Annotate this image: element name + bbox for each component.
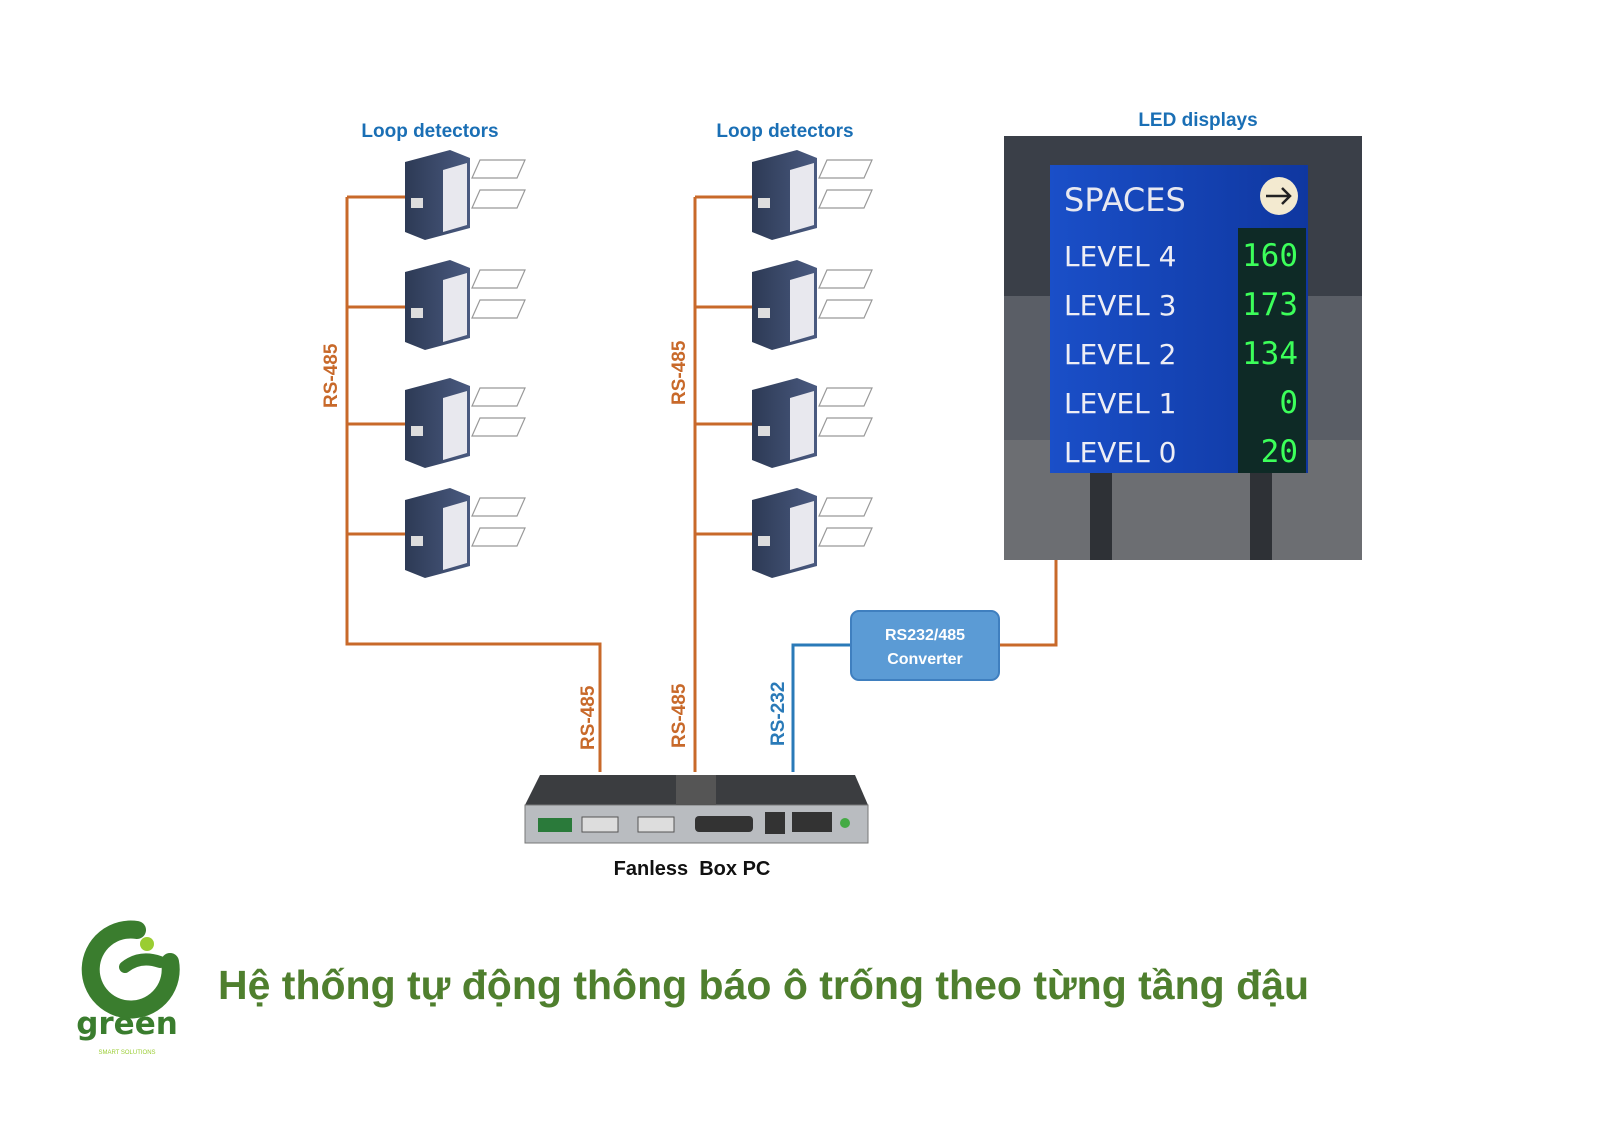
led-level-label: LEVEL 0 <box>1064 436 1176 469</box>
loop-detector <box>752 378 873 468</box>
loop-detectors-label: Loop detectors <box>361 121 498 142</box>
rs485-label: RS-485 <box>669 683 690 748</box>
loop-detector <box>752 150 873 240</box>
loop-detector <box>405 378 526 468</box>
led-level-value: 173 <box>1242 287 1298 323</box>
rs232-label: RS-232 <box>768 682 789 746</box>
loop-detectors-label: Loop detectors <box>716 121 853 142</box>
loop-coil-icon <box>818 299 873 319</box>
led-header: SPACES <box>1064 181 1186 219</box>
loop-coil-icon <box>818 269 873 289</box>
loop-detector <box>405 488 526 578</box>
loop-coil-icon <box>818 189 873 209</box>
fanless-box-pc <box>524 775 869 844</box>
loop-detector <box>752 260 873 350</box>
loop-detector <box>405 150 526 240</box>
led-level-value: 134 <box>1242 336 1298 372</box>
loop-coil-icon <box>471 299 526 319</box>
green-logo: green SMART SOLUTIONS <box>76 920 180 1056</box>
loop-coil-icon <box>818 159 873 179</box>
logo-text: green <box>76 1006 178 1042</box>
loop-coil-icon <box>471 387 526 407</box>
loop-coil-icon <box>471 527 526 547</box>
loop-coil-icon <box>818 387 873 407</box>
converter-label-line2: Converter <box>887 651 963 668</box>
rs485-wiring <box>345 195 1058 772</box>
loop-coil-icon <box>818 497 873 517</box>
rs485-label: RS-485 <box>578 685 599 750</box>
loop-coil-icon <box>471 159 526 179</box>
page-title: Hệ thống tự động thông báo ô trống theo … <box>218 962 1309 1008</box>
rs232-wiring <box>791 643 851 772</box>
loop-coil-icon <box>471 497 526 517</box>
led-displays-label: LED displays <box>1138 110 1257 131</box>
led-level-label: LEVEL 1 <box>1064 387 1176 420</box>
led-level-value: 0 <box>1279 385 1298 421</box>
loop-coil-icon <box>471 417 526 437</box>
rs485-label: RS-485 <box>321 343 342 408</box>
loop-detector <box>752 488 873 578</box>
loop-detector <box>405 260 526 350</box>
led-level-label: LEVEL 2 <box>1064 338 1176 371</box>
pc-label: Fanless Box PC <box>614 858 771 880</box>
led-level-label: LEVEL 3 <box>1064 289 1176 322</box>
loop-coil-icon <box>471 189 526 209</box>
loop-coil-icon <box>818 417 873 437</box>
loop-coil-icon <box>818 527 873 547</box>
led-level-value: 160 <box>1242 238 1298 274</box>
rs485-label: RS-485 <box>669 340 690 405</box>
converter-label-line1: RS232/485 <box>885 627 965 644</box>
led-level-label: LEVEL 4 <box>1064 240 1176 273</box>
led-level-value: 20 <box>1261 434 1298 470</box>
converter-box: RS232/485 Converter <box>850 610 1000 681</box>
loop-coil-icon <box>471 269 526 289</box>
logo-subtext: SMART SOLUTIONS <box>98 1050 155 1056</box>
